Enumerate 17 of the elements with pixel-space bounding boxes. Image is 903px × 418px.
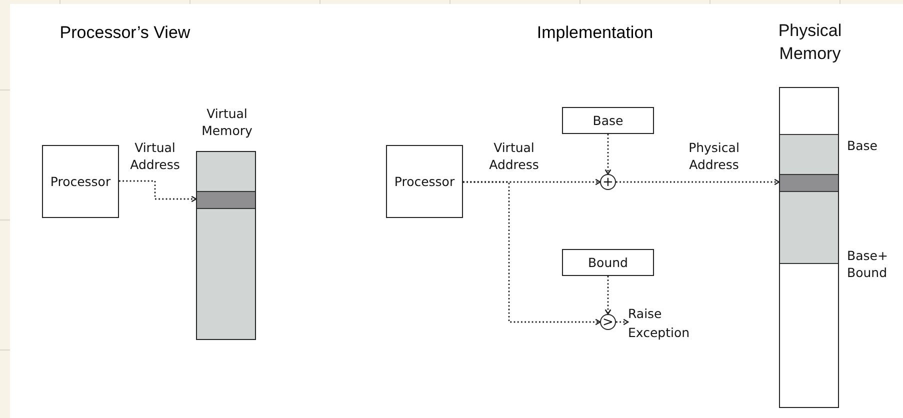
processor-box: Processor [386,145,463,218]
exception-label: Raise Exception [628,304,704,346]
column-heading: Virtual Memory [200,106,254,140]
section-title: Processor’s View [58,22,192,44]
register-box: Bound [562,249,654,276]
boundary-label: Base [847,138,878,155]
section-title: Implementation [536,22,654,44]
dotted-arrow [463,181,601,326]
dotted-arrow [616,318,629,326]
dotted-arrow [119,180,197,202]
boundary-label: Base+ Bound [847,248,889,282]
register-box: Base [562,107,654,134]
dotted-arrow [604,134,612,175]
dotted-arrow [604,276,612,315]
dotted-arrow [616,178,780,186]
processor-box: Processor [42,145,119,218]
column-heading: Physical Memory [777,20,843,65]
